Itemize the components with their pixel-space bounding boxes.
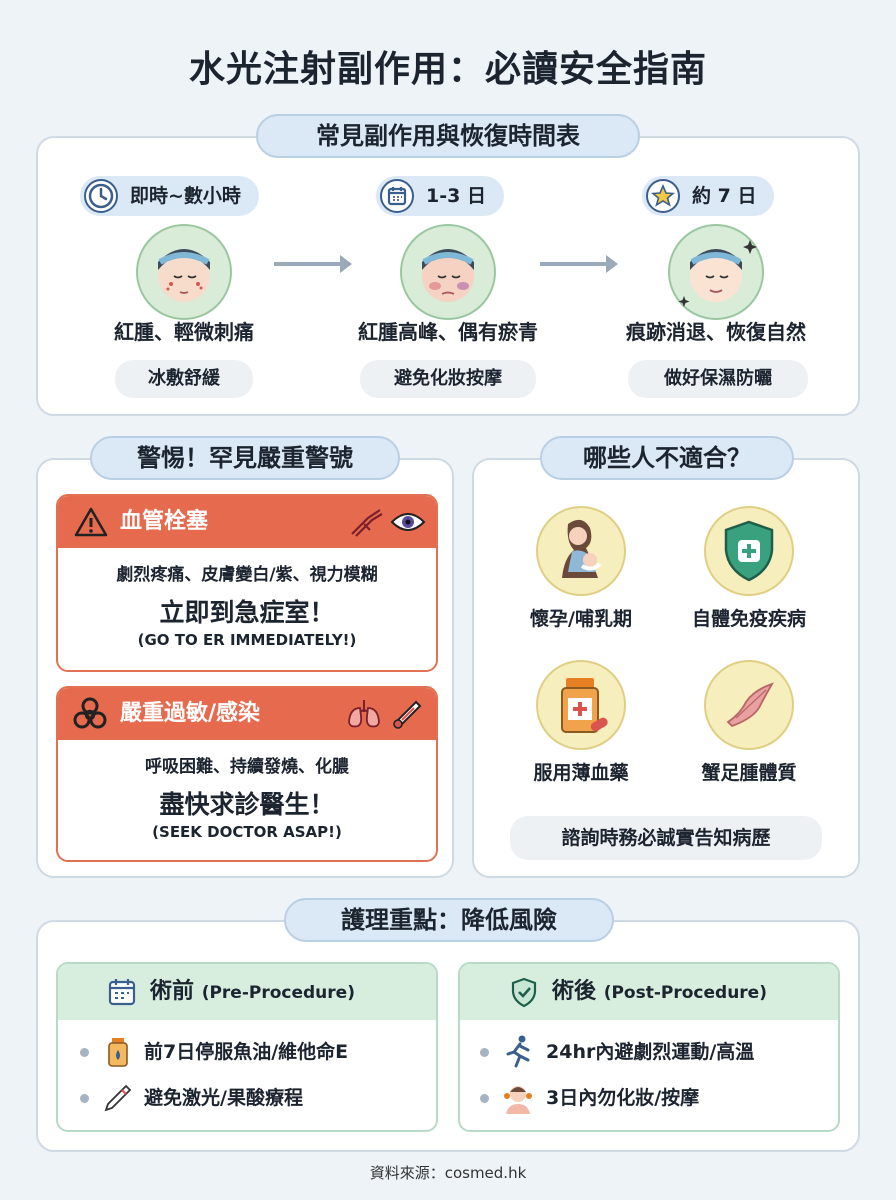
unsuitable-note: 諮詢時務必誠實告知病歷 [510, 816, 822, 860]
eye-icon [390, 508, 426, 536]
warning-action: 立即到急症室！ [159, 598, 335, 627]
star-icon [646, 179, 680, 213]
care-item: 避免激光/果酸療程 [144, 1087, 303, 1109]
warning-card-allergy: 嚴重過敏/感染 呼吸困難、持續發燒、化膿 盡快求診醫生！ (SEEK DOCTO… [56, 686, 438, 862]
thermometer-icon [390, 698, 424, 730]
timeline-badge-1-3-days: 1-3 日 [376, 176, 504, 216]
unsuitable-group-label: 自體免疫疾病 [691, 608, 806, 630]
timeline-tip: 做好保濕防曬 [628, 360, 808, 398]
blood-vessel-icon [350, 508, 384, 538]
fish-oil-bottle-icon [104, 1036, 132, 1068]
face-massage-icon [500, 1080, 536, 1116]
clock-icon [84, 179, 118, 213]
care-item: 24hr內避劇烈運動/高溫 [546, 1041, 755, 1063]
care-item: 3日內勿化妝/按摩 [546, 1087, 700, 1109]
medicine-bottle-icon [536, 660, 626, 750]
unsuitable-group-label: 服用薄血藥 [533, 762, 629, 784]
timeline-badge-immediate: 即時~數小時 [80, 176, 259, 216]
shield-cross-icon [704, 506, 794, 596]
post-procedure-card: 術後 (Post-Procedure) [458, 962, 840, 1132]
arrow-right-icon [540, 255, 618, 273]
face-bruise-icon [400, 224, 496, 320]
unsuitable-group-label: 蟹足腫體質 [701, 762, 797, 784]
face-recovered-icon [668, 224, 764, 320]
timeline-tip: 避免化妝按摩 [360, 360, 536, 398]
timeline-tip: 冰敷舒緩 [115, 360, 253, 398]
shield-check-icon [508, 976, 540, 1008]
source-footer: 資料來源：cosmed.hk [369, 1164, 527, 1182]
timeline-step-label: 紅腫高峰、偶有瘀青 [358, 320, 538, 344]
warning-card-header: 嚴重過敏/感染 [58, 688, 436, 740]
warning-action-en: (GO TO ER IMMEDIATELY!) [137, 631, 357, 649]
calendar-icon [380, 179, 414, 213]
arrow-right-icon [274, 255, 352, 273]
mother-baby-icon [536, 506, 626, 596]
calendar-icon [106, 976, 138, 1008]
warning-card-embolism: 血管栓塞 劇烈疼痛、皮膚變白/紫、視力模糊 立即到急症室！ (GO TO ER … [56, 494, 438, 672]
warning-symptoms: 呼吸困難、持續發燒、化膿 [145, 757, 349, 777]
unsuitable-panel [472, 458, 860, 878]
warning-icon [74, 506, 108, 538]
care-item: 前7日停服魚油/維他命E [144, 1041, 349, 1063]
care-heading: 護理重點：降低風險 [284, 898, 614, 942]
lungs-icon [346, 698, 382, 730]
timeline-badge-7-days: 約 7 日 [642, 176, 775, 216]
page-title: 水光注射副作用：必讀安全指南 [188, 49, 707, 90]
bullet-dot [80, 1048, 89, 1057]
bullet-dot [480, 1048, 489, 1057]
warning-action-en: (SEEK DOCTOR ASAP!) [152, 823, 342, 841]
post-procedure-header: 術後 (Post-Procedure) [460, 964, 838, 1020]
bullet-dot [480, 1094, 489, 1103]
laser-pen-icon [102, 1082, 134, 1114]
warnings-heading: 警惕！罕見嚴重警號 [90, 436, 400, 480]
timeline-heading: 常見副作用與恢復時間表 [256, 114, 640, 158]
unsuitable-group-label: 懷孕/哺乳期 [530, 608, 632, 630]
warning-symptoms: 劇烈疼痛、皮膚變白/紫、視力模糊 [116, 565, 378, 585]
running-person-icon [502, 1034, 534, 1068]
warning-card-header: 血管栓塞 [58, 496, 436, 548]
warning-action: 盡快求診醫生！ [159, 790, 335, 819]
timeline-step-label: 紅腫、輕微刺痛 [114, 320, 254, 344]
timeline-step-label: 痕跡消退、恢復自然 [626, 320, 806, 344]
face-irritated-icon [136, 224, 232, 320]
keloid-scar-icon [704, 660, 794, 750]
pre-procedure-header: 術前 (Pre-Procedure) [58, 964, 436, 1020]
biohazard-icon [72, 697, 108, 731]
bullet-dot [80, 1094, 89, 1103]
unsuitable-heading: 哪些人不適合？ [540, 436, 794, 480]
